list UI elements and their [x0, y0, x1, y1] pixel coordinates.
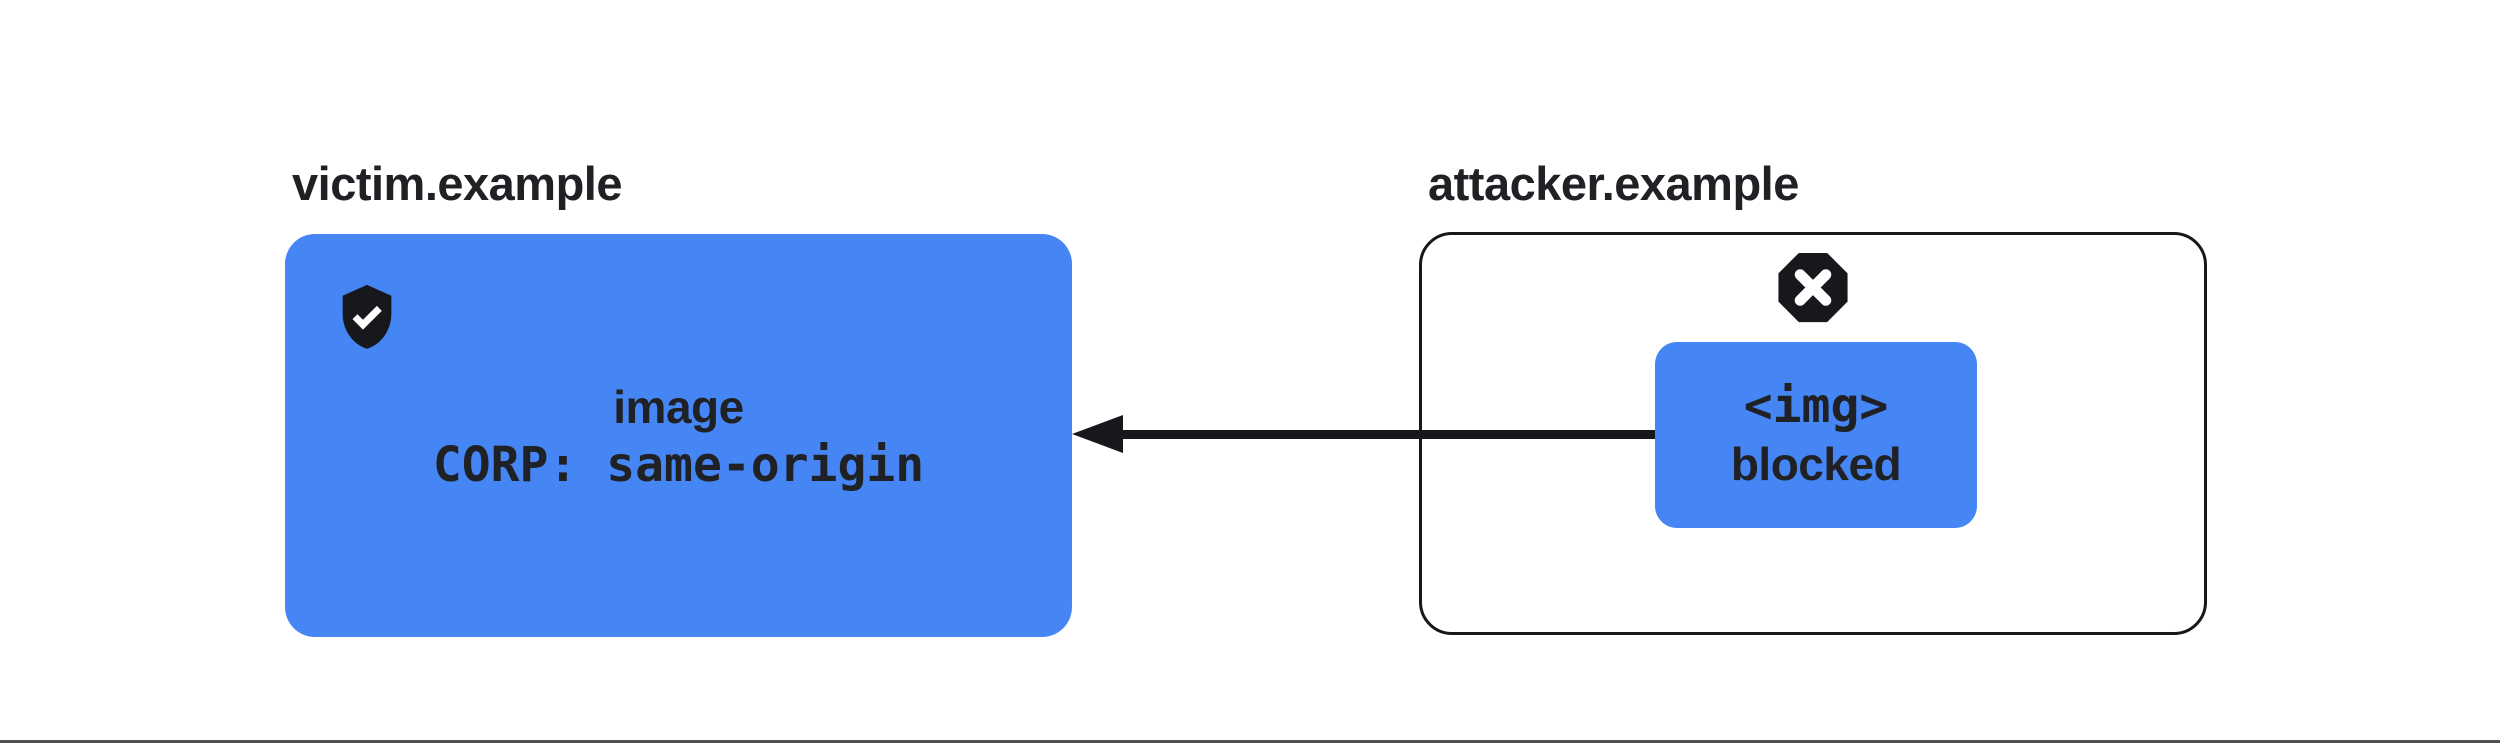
- victim-box-text: image CORP: same-origin: [285, 234, 1072, 637]
- request-arrow: [1072, 415, 1655, 453]
- shield-check-icon: [342, 284, 392, 349]
- victim-corp-header-label: CORP: same-origin: [432, 436, 925, 493]
- arrow-shaft: [1118, 429, 1655, 439]
- blocked-request-text: <img> blocked: [1655, 342, 1977, 528]
- blocked-cross-octagon-icon: [1778, 252, 1848, 323]
- attacker-origin-label: attacker.example: [1428, 157, 1799, 210]
- blocked-img-request-box: <img> blocked: [1655, 342, 1977, 528]
- arrow-head-left-icon: [1072, 415, 1123, 453]
- victim-origin-label: victim.example: [292, 157, 623, 210]
- blocked-label: blocked: [1730, 438, 1902, 490]
- victim-origin-box: image CORP: same-origin: [285, 234, 1072, 637]
- victim-resource-label: image: [613, 380, 744, 433]
- bottom-divider: [0, 740, 2500, 743]
- img-tag-label: <img>: [1743, 378, 1889, 434]
